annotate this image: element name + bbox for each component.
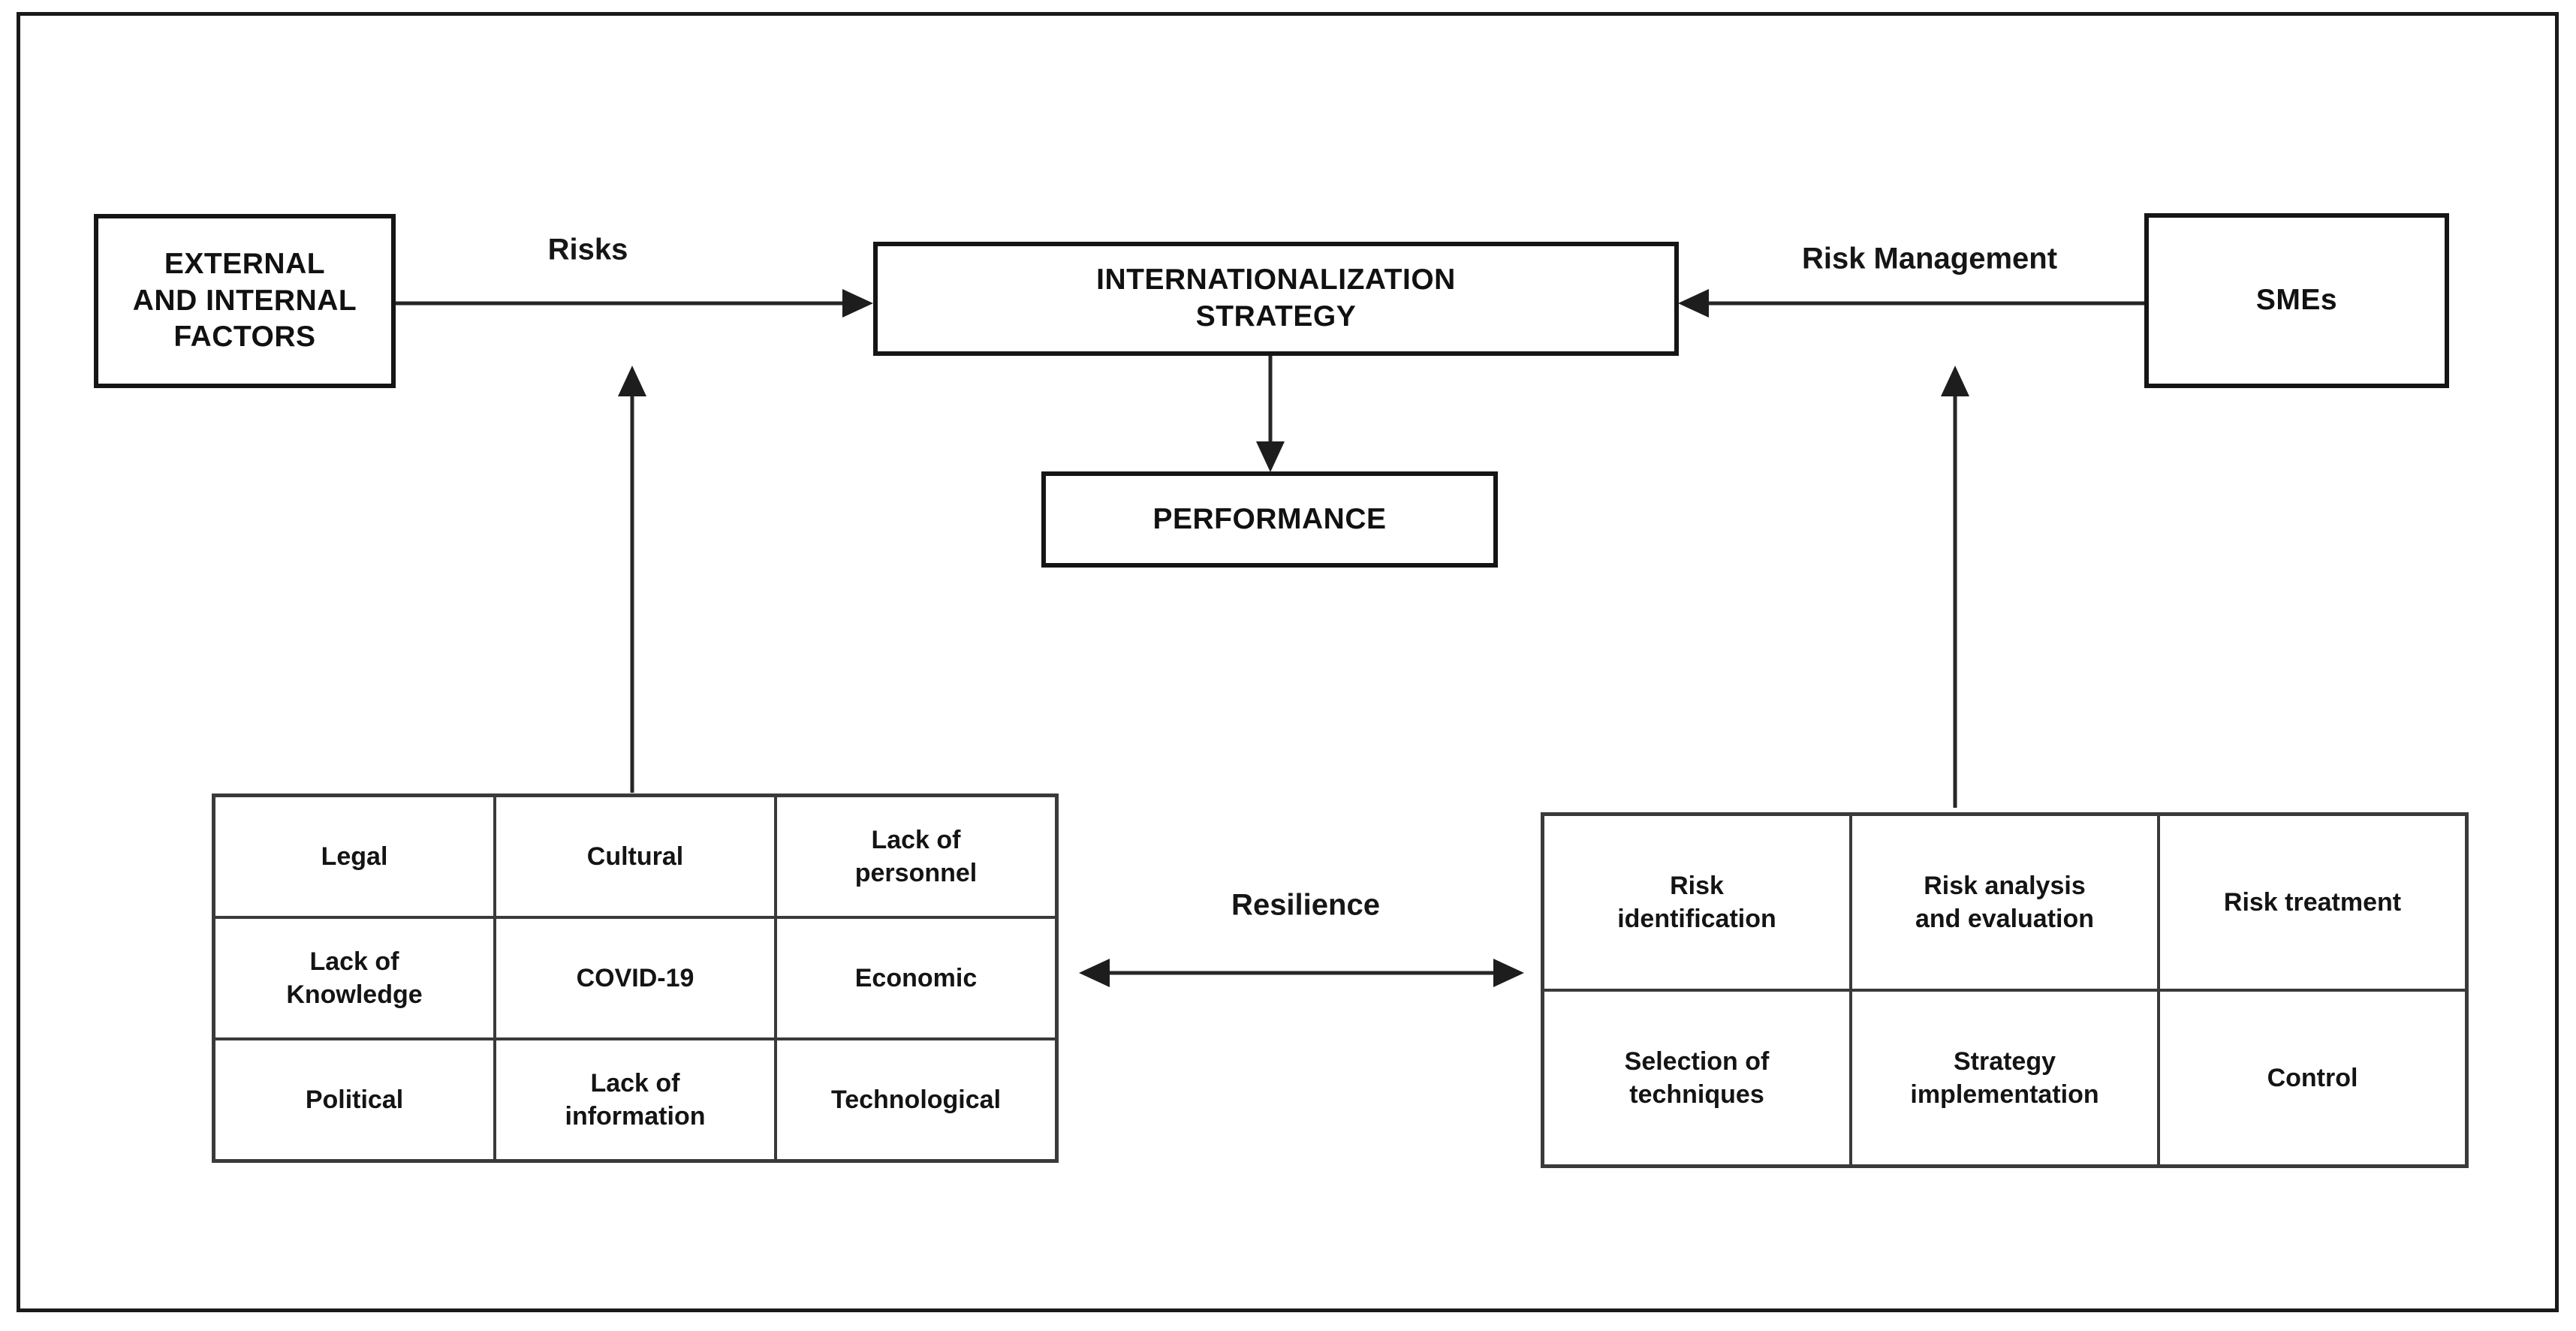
risk-factors-cell: Cultural	[495, 796, 776, 917]
smes-box: SMEs	[2144, 213, 2449, 388]
risk-management-cell: Strategy implementation	[1851, 990, 2159, 1166]
smes-label: SMEs	[2255, 284, 2338, 317]
risk-factors-cell: Political	[214, 1039, 495, 1161]
risk-factors-cell: Lack of personnel	[776, 796, 1056, 917]
performance-down-arrow	[1256, 356, 1285, 472]
risk-factors-cell: Lack of information	[495, 1039, 776, 1161]
performance-label: PERFORMANCE	[1152, 502, 1387, 535]
resilience-arrow-label: Resilience	[1231, 888, 1380, 922]
risk-management-up-arrow	[1941, 366, 1969, 808]
risk-factors-cell: Technological	[776, 1039, 1056, 1161]
external-factors-box: EXTERNAL AND INTERNAL FACTORS	[94, 214, 396, 388]
risks-arrow	[396, 289, 873, 318]
risk-factors-cell: Lack of Knowledge	[214, 917, 495, 1039]
risk-management-cell: Control	[2159, 990, 2466, 1166]
risks-arrow-label: Risks	[547, 233, 628, 267]
internationalization-strategy-box: INTERNATIONALIZATION STRATEGY	[873, 242, 1679, 356]
internationalization-strategy-label: INTERNATIONALIZATION STRATEGY	[1096, 263, 1456, 333]
risk-factors-cell: Legal	[214, 796, 495, 917]
external-factors-label: EXTERNAL AND INTERNAL FACTORS	[132, 247, 357, 354]
risk-management-arrow-label: Risk Management	[1801, 242, 2058, 276]
outer-frame	[17, 12, 2559, 1312]
risk-management-table: Risk identification Risk analysis and ev…	[1541, 812, 2469, 1168]
risk-factors-cell: COVID-19	[495, 917, 776, 1039]
risk-management-cell: Risk identification	[1543, 815, 1851, 990]
risk-factors-up-arrow	[618, 366, 646, 793]
risk-management-arrow	[1678, 289, 2144, 318]
risk-management-cell: Risk treatment	[2159, 815, 2466, 990]
resilience-double-arrow	[1079, 959, 1524, 987]
performance-box: PERFORMANCE	[1041, 471, 1498, 568]
risk-management-cell: Risk analysis and evaluation	[1851, 815, 2159, 990]
risk-factors-cell: Economic	[776, 917, 1056, 1039]
risk-management-cell: Selection of techniques	[1543, 990, 1851, 1166]
risk-factors-table: Legal Cultural Lack of personnel Lack of…	[212, 793, 1059, 1163]
